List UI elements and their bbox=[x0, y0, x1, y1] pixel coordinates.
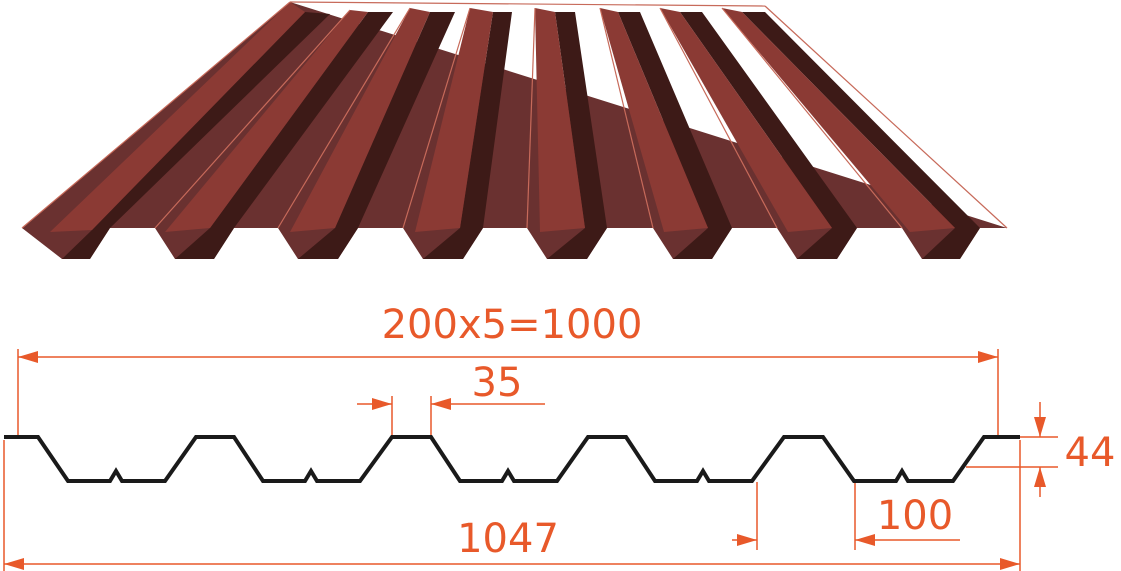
sheet-cross-section-profile bbox=[4, 435, 1020, 483]
label-pitch: 100 bbox=[877, 493, 953, 539]
label-height: 44 bbox=[1065, 430, 1116, 476]
sheet-crests bbox=[50, 2, 955, 232]
dimension-labels: 200x5=1000 35 44 100 1047 bbox=[382, 302, 1116, 562]
label-overall-total: 1047 bbox=[457, 516, 559, 562]
corrugated-sheet-illustration bbox=[21, 1, 1008, 259]
label-crest-width: 35 bbox=[472, 360, 523, 406]
label-overall-useful: 200x5=1000 bbox=[382, 302, 643, 348]
dimension-lines bbox=[3, 349, 1058, 571]
sheet-highlight-lines bbox=[21, 1, 1008, 229]
sheet-troughs bbox=[62, 12, 980, 259]
